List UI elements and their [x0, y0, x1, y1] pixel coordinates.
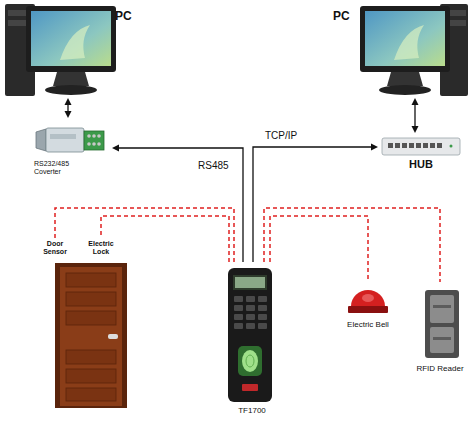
converter-node: RS232/485 Coverter — [30, 118, 112, 188]
bell-node: Electric Bell — [334, 282, 402, 336]
data-connector — [253, 147, 372, 262]
node-label: RS232/485 Coverter — [34, 160, 92, 176]
terminal-node: TF1700 — [222, 262, 282, 417]
arrowhead — [65, 98, 72, 105]
arrowhead — [65, 111, 72, 118]
connector-label: TCP/IP — [263, 130, 299, 142]
arrowhead — [371, 144, 378, 151]
hub-node: HUB — [378, 133, 464, 175]
computer-node: PC — [3, 2, 135, 98]
data-connector — [67, 104, 68, 112]
node-label: Door Sensor — [40, 240, 70, 256]
reader-node: RFID Reader — [408, 282, 472, 378]
electric-lock-label: Electric Lock — [84, 238, 118, 260]
node-label: PC — [115, 10, 135, 24]
wire-connector — [55, 208, 234, 262]
pc-illustration — [360, 4, 468, 96]
bell-illustration — [348, 290, 388, 313]
arrowhead — [412, 126, 419, 133]
node-label: Electric Lock — [84, 240, 118, 256]
wire-connector — [270, 216, 368, 282]
hub-illustration — [382, 138, 460, 155]
node-label: RFID Reader — [408, 364, 472, 373]
arrowhead — [412, 98, 419, 105]
door-sensor-label: Door Sensor — [40, 238, 70, 260]
node-label: TF1700 — [222, 406, 282, 415]
door-illustration — [55, 263, 127, 408]
node-label: PC — [333, 10, 355, 24]
wire-connector — [101, 216, 229, 262]
reader-illustration — [425, 290, 459, 358]
computer-node: PC — [325, 2, 471, 98]
data-connector — [414, 104, 415, 127]
data-connector — [118, 148, 243, 262]
wire-connector — [264, 208, 440, 282]
terminal-illustration — [228, 268, 272, 402]
arrowhead — [112, 145, 119, 152]
pc-illustration — [5, 4, 116, 96]
node-label: Electric Bell — [334, 320, 402, 329]
node-label: HUB — [378, 158, 464, 171]
converter-illustration — [36, 128, 104, 152]
connector-label: RS485 — [196, 160, 231, 172]
